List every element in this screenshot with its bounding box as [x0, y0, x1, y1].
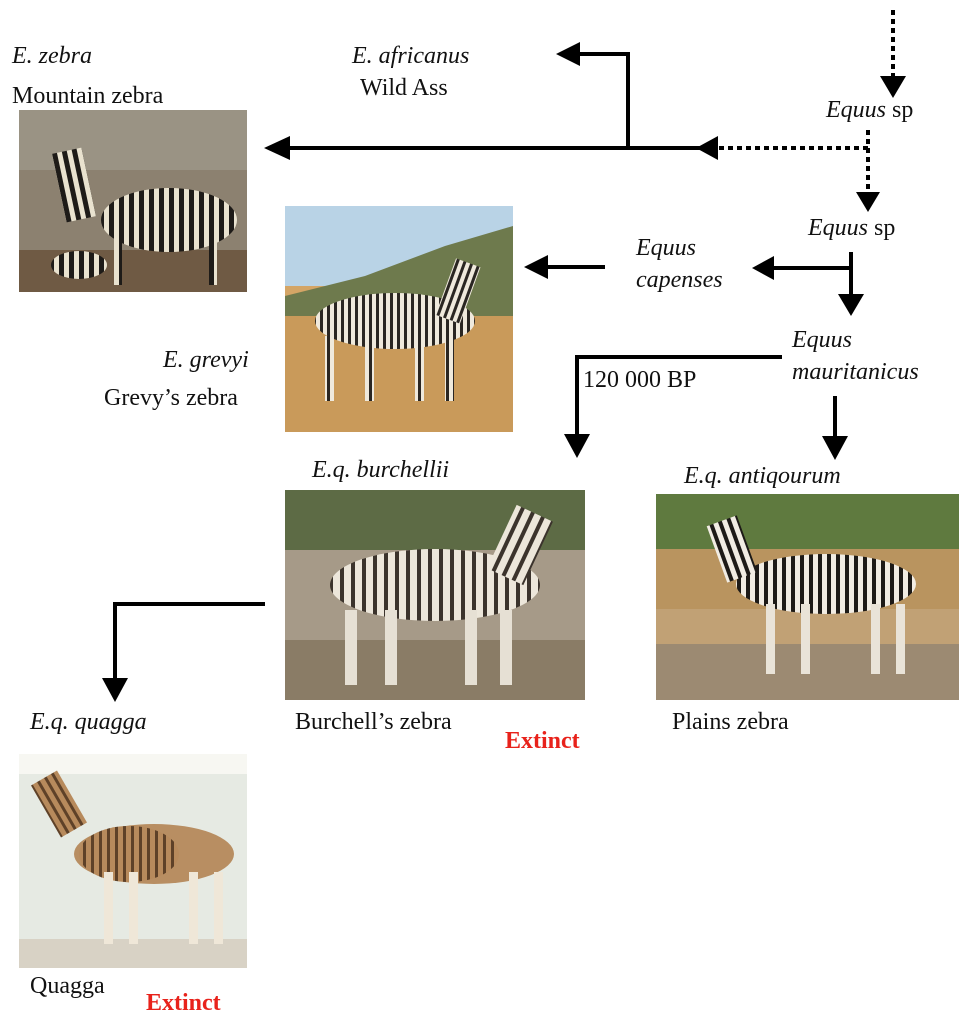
equus-capenses-line1: Equus [636, 234, 696, 262]
branch-to-capenses [772, 252, 851, 268]
wild-ass-common: Wild Ass [360, 74, 448, 102]
equus-genus-text: Equus [826, 97, 886, 123]
quagga-extinct-label: Extinct [146, 990, 221, 1016]
e-grevyi-latin: E. grevyi [163, 346, 249, 374]
e-africanus-latin: E. africanus [352, 42, 469, 70]
grevys-zebra-common: Grevy’s zebra [104, 384, 238, 412]
sp-text: sp [886, 97, 913, 123]
eq-quagga-latin: E.q. quagga [30, 708, 147, 736]
date-label: 120 000 BP [583, 366, 696, 394]
plains-zebra-photo [656, 494, 959, 700]
sp-text: sp [868, 215, 895, 241]
grevys-zebra-photo [285, 206, 513, 432]
e-zebra-latin: E. zebra [12, 42, 92, 70]
equus-capenses-line2: capenses [636, 266, 723, 294]
branch-to-wild-ass [578, 54, 628, 148]
arrowhead-dotted-junction [696, 136, 718, 160]
equus-genus-text: Equus [808, 215, 868, 241]
eq-antiqourum-latin: E.q. antiqourum [684, 462, 841, 490]
quagga-common: Quagga [30, 972, 105, 1000]
burchellii-extinct-label: Extinct [505, 728, 580, 755]
arrowhead-equus-mid [856, 192, 880, 212]
branch-to-quagga [115, 604, 265, 680]
arrowhead-mauritanicus [838, 294, 864, 316]
arrowhead-wild-ass [556, 42, 580, 66]
arrowhead-burchellii [564, 434, 590, 458]
equus-mauritanicus-line1: Equus [792, 326, 852, 354]
burchells-zebra-common: Burchell’s zebra [295, 708, 452, 736]
equus-mauritanicus-line2: mauritanicus [792, 358, 919, 386]
eq-burchellii-latin: E.q. burchellii [312, 456, 449, 484]
burchells-zebra-photo [285, 490, 585, 700]
plains-zebra-common: Plains zebra [672, 708, 789, 736]
equus-sp-mid-label: Equus sp [808, 214, 895, 242]
arrowhead-antiqourum [822, 436, 848, 460]
arrowhead-capenses [752, 256, 774, 280]
mountain-zebra-photo [19, 110, 247, 292]
quagga-photo [19, 754, 247, 968]
mountain-zebra-common: Mountain zebra [12, 82, 163, 110]
equus-sp-top-label: Equus sp [826, 96, 913, 124]
arrowhead-mountain-zebra [264, 136, 290, 160]
arrowhead-quagga [102, 678, 128, 702]
arrowhead-equus-top [880, 76, 906, 98]
arrowhead-grevyi [524, 255, 548, 279]
